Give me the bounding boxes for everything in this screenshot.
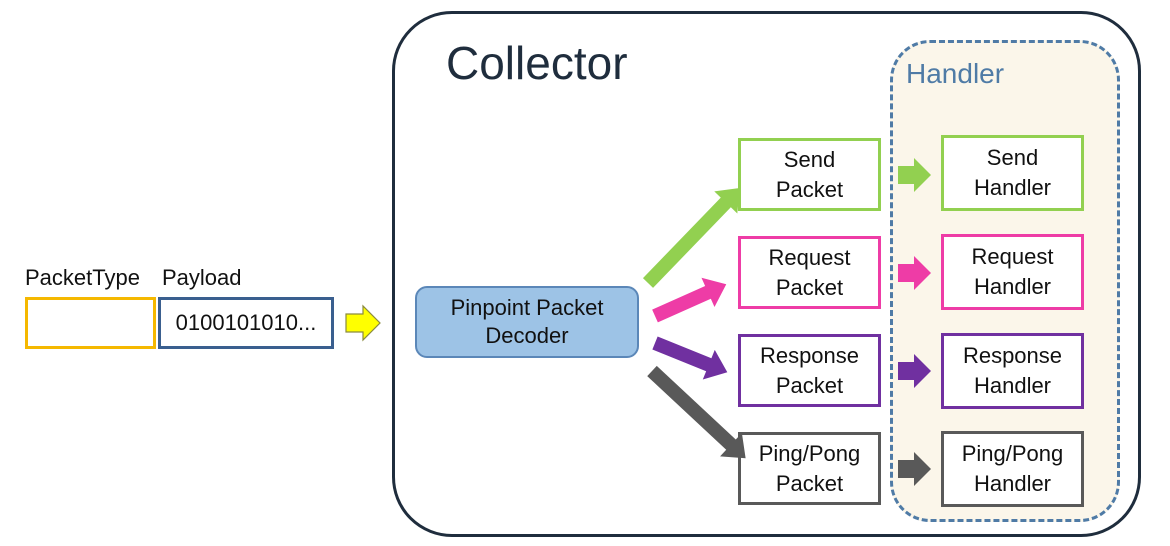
send-to-handler-arrow (898, 158, 931, 192)
request-to-handler-arrow (898, 256, 931, 290)
response-to-handler-arrow (898, 354, 931, 388)
decoder-to-pingpong-arrow (641, 359, 756, 470)
decoder-to-send-arrow (636, 177, 751, 294)
pingpong-to-handler-arrow (898, 452, 931, 486)
input-arrow (346, 306, 380, 340)
